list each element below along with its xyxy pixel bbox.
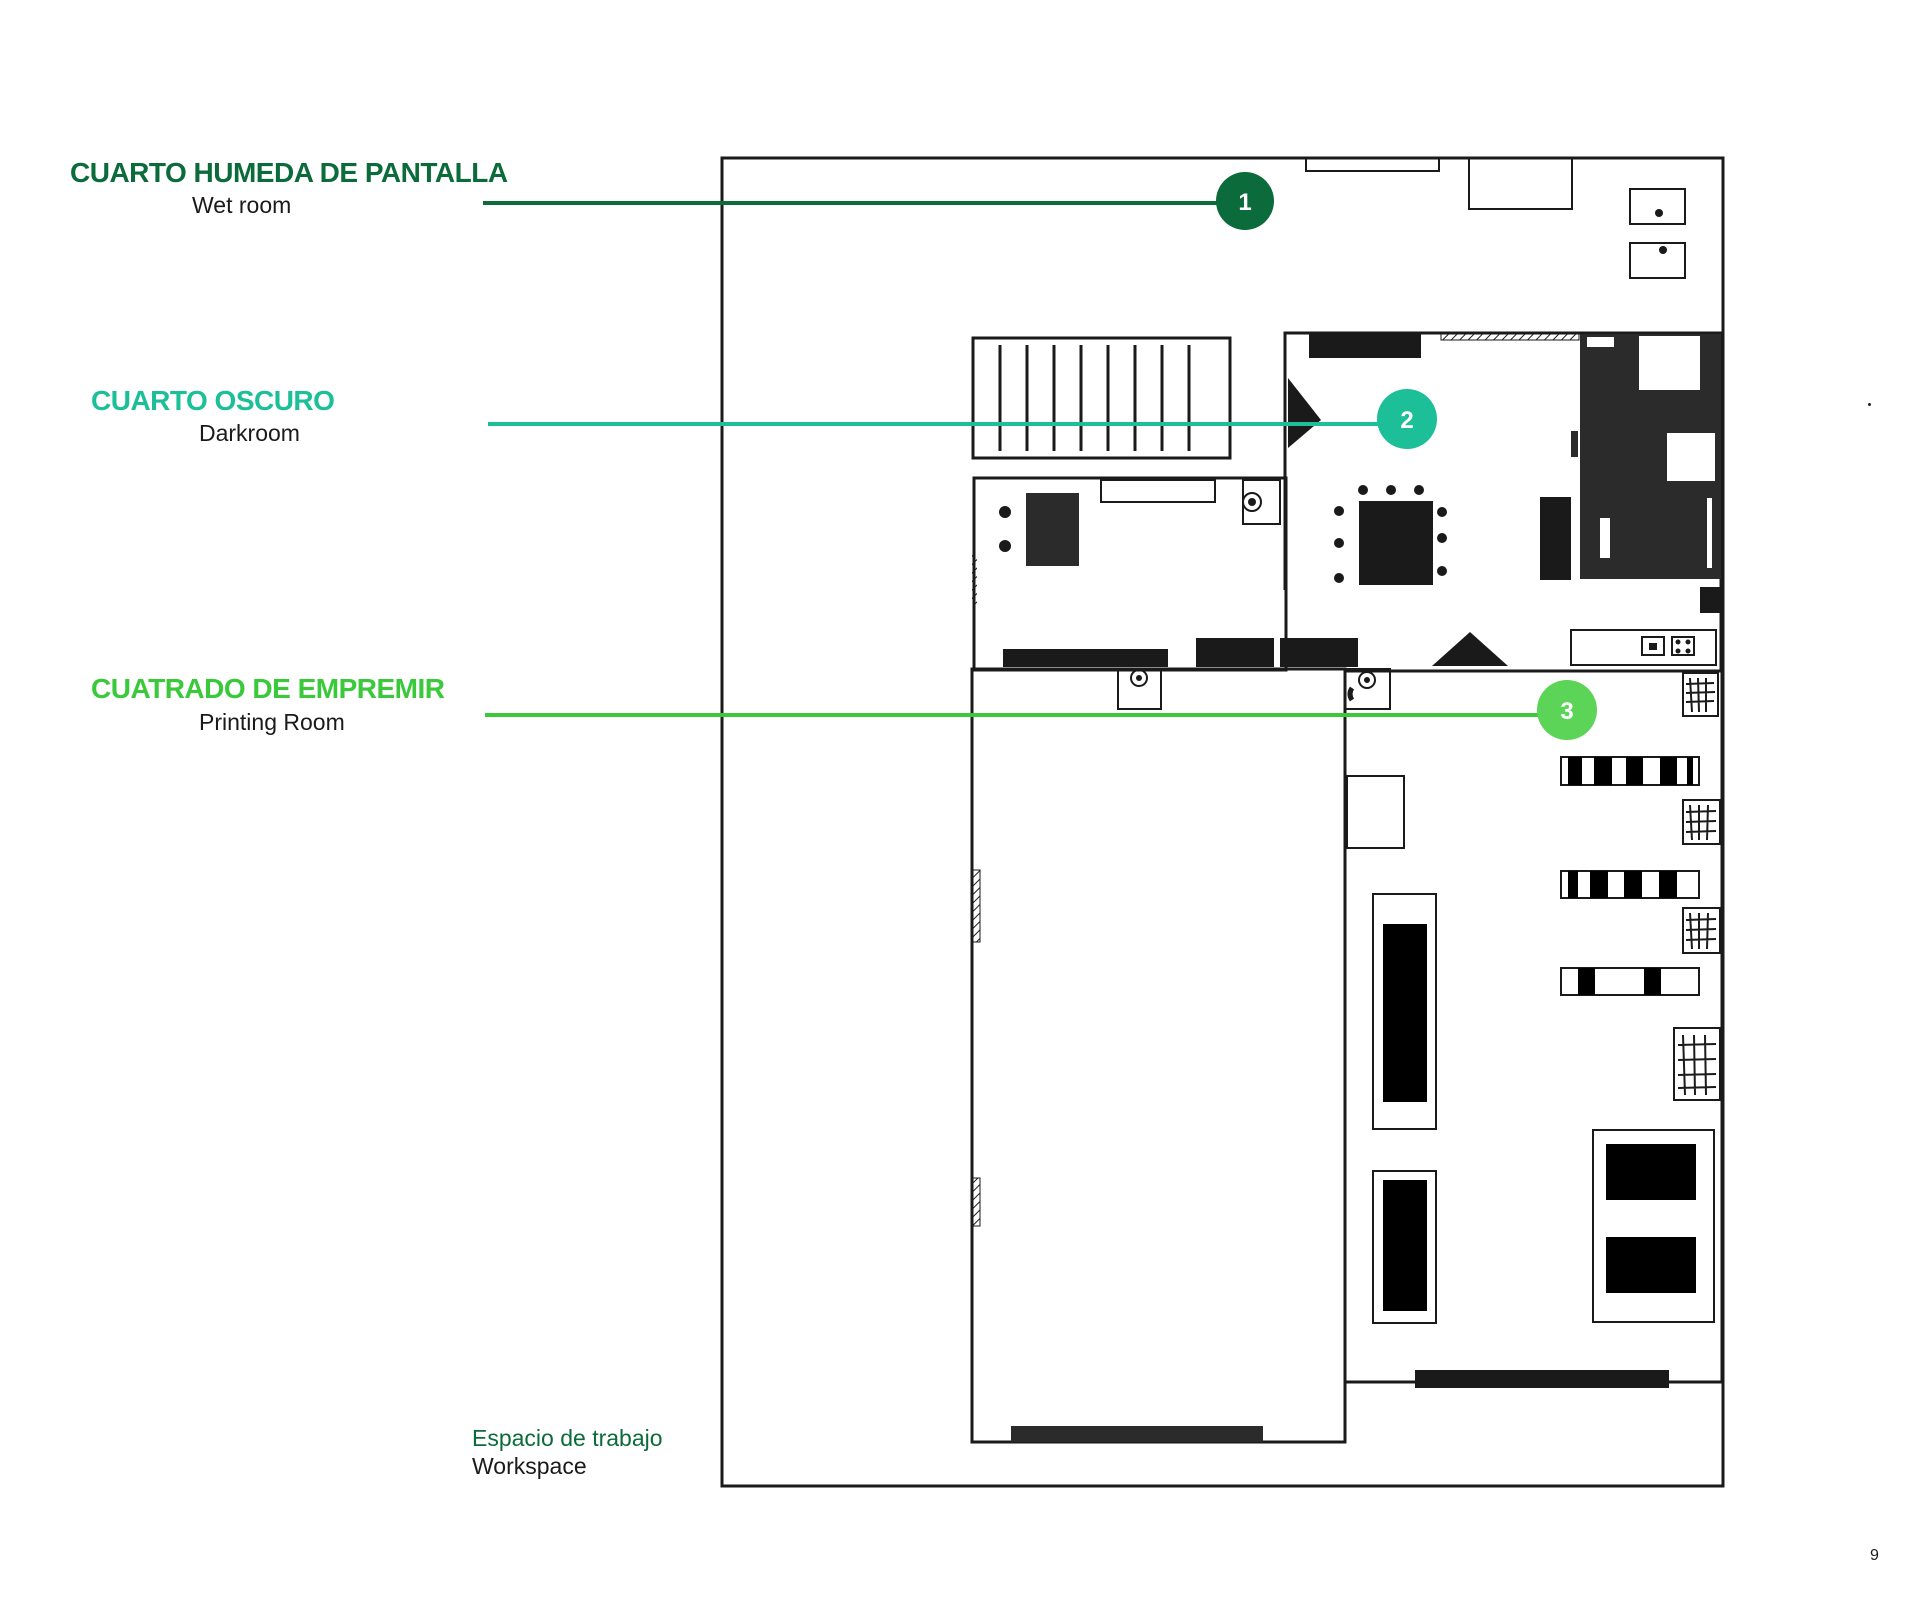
- darkroom-marker: [1377, 389, 1437, 449]
- printing-room-title: CUATRADO DE EMPREMIR: [91, 673, 445, 704]
- sink-1: [1629, 188, 1686, 225]
- workspace-subtitle: Workspace: [472, 1453, 587, 1479]
- printing-room-subtitle: Printing Room: [199, 709, 345, 735]
- workspace-title: Espacio de trabajo: [472, 1425, 663, 1451]
- printing-room-marker: [1537, 680, 1597, 740]
- darkroom-subtitle: Darkroom: [199, 420, 300, 446]
- top-window: [1305, 157, 1440, 172]
- wet-room-marker: [1216, 172, 1274, 230]
- wet-room-subtitle: Wet room: [192, 192, 292, 218]
- decorative-dot: [1868, 403, 1871, 406]
- darkroom-number: 2: [1400, 407, 1413, 434]
- printing-room-number: 3: [1560, 698, 1573, 725]
- page-number: 9: [1870, 1547, 1879, 1564]
- wet-room-title: CUARTO HUMEDA DE PANTALLA: [70, 157, 508, 188]
- workspace-hall: [970, 667, 1347, 1444]
- darkroom-title: CUARTO OSCURO: [91, 385, 335, 416]
- outer-wall: [720, 156, 1725, 1488]
- stairs: [971, 336, 1232, 460]
- counter-top: [1100, 479, 1216, 503]
- top-cabinet: [1468, 157, 1573, 210]
- kitchen-counter: [1570, 629, 1717, 666]
- wet-room-number: 1: [1238, 189, 1251, 216]
- sink-2: [1629, 242, 1686, 279]
